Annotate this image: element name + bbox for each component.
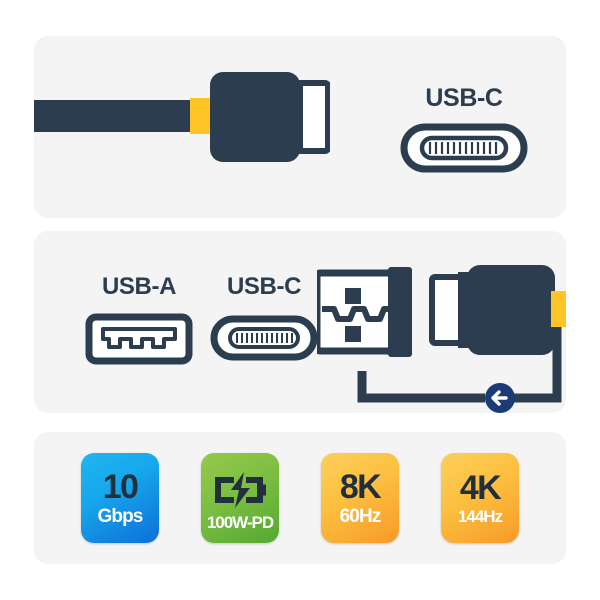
spec-badge-unit: 60Hz: [339, 505, 382, 527]
spec-badge-unit: 100W-PD: [206, 512, 274, 532]
usb-c-plug-icon: [210, 72, 300, 162]
usb-c-cable-assembly: [34, 72, 330, 162]
spec-badge-unit: 144Hz: [457, 506, 503, 526]
port-group-usb-c-2: USB-C: [194, 275, 334, 368]
usb-c-port-icon: [210, 315, 318, 361]
panel-specs: 10 Gbps 100W-PD 8K 60Hz: [34, 432, 566, 564]
cable-icon: [34, 100, 195, 132]
battery-charging-icon: [214, 470, 266, 510]
reversible-path: [357, 371, 485, 403]
arrow-left-circle-icon: [485, 383, 515, 413]
spec-badge-video-4k: 4K 144Hz: [441, 453, 519, 543]
panel-ports-usba-usbc: USB-A USB-C: [34, 231, 566, 413]
port-label-usb-a: USB-A: [102, 273, 176, 300]
reversible-plug-assembly: [317, 265, 566, 413]
usb-c-plug-icon-2: [429, 265, 566, 355]
spec-badge-value: 8K: [339, 468, 382, 507]
port-group-usb-c: USB-C: [389, 86, 539, 178]
usb-a-plug-icon: [317, 267, 412, 357]
spec-badge-value: 4K: [459, 469, 502, 508]
spec-badge-data-rate: 10 Gbps: [81, 453, 159, 543]
port-group-usb-a: USB-A: [74, 275, 204, 370]
spec-badge-unit: Gbps: [97, 505, 144, 527]
spec-badge-row: 10 Gbps 100W-PD 8K 60Hz: [34, 432, 566, 564]
yellow-collar-icon-2: [551, 291, 566, 327]
spec-badge-power: 100W-PD: [201, 453, 279, 543]
spec-badge-value: 10: [102, 468, 139, 507]
spec-badge-video-8k: 8K 60Hz: [321, 453, 399, 543]
port-label-usb-c-2: USB-C: [227, 273, 301, 300]
port-label-usb-c: USB-C: [425, 84, 503, 112]
panel-connector-usbc: USB-C: [34, 36, 566, 218]
usb-a-port-icon: [85, 313, 193, 365]
usb-c-port-icon: [400, 123, 528, 173]
